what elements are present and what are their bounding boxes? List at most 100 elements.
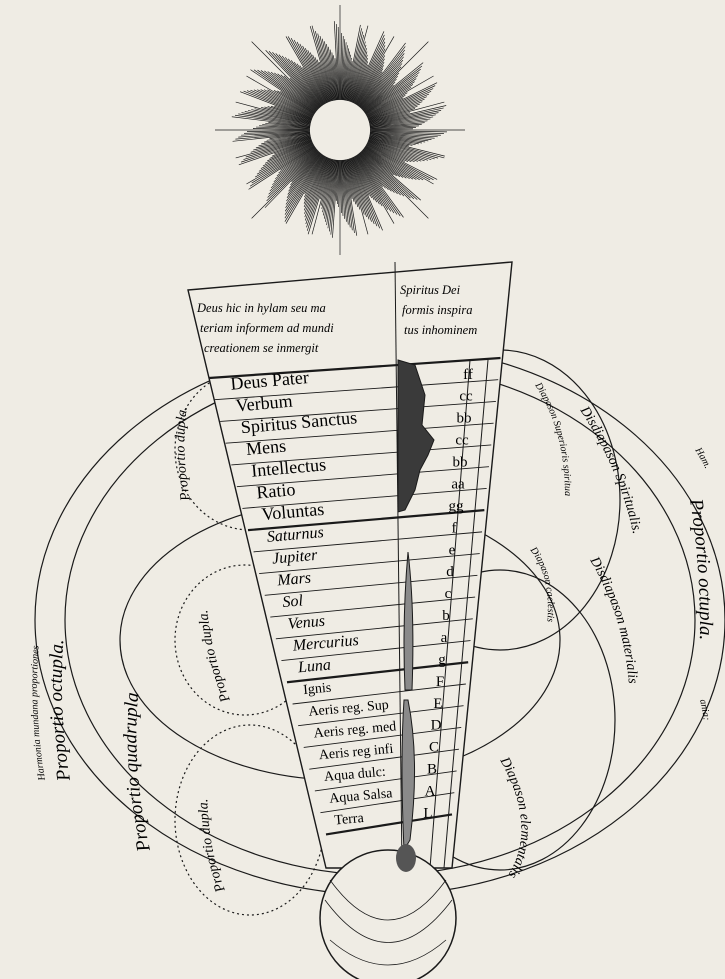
sun-ray	[346, 159, 359, 208]
sun-ray	[345, 159, 357, 205]
sun-ray	[311, 158, 333, 235]
sun-ray	[309, 26, 333, 102]
sun-ray	[314, 30, 334, 101]
sun-ray	[349, 158, 372, 222]
sun-ray	[248, 146, 316, 190]
grid-line	[275, 618, 473, 640]
sun-ray	[350, 157, 378, 227]
sun-ray	[267, 71, 317, 112]
ham-label: Ham.	[692, 445, 713, 471]
sun-ray	[351, 157, 383, 231]
sun-ray	[331, 52, 338, 101]
sun-ray	[369, 135, 413, 146]
sun-ray	[369, 107, 444, 125]
sun-ray	[258, 135, 311, 147]
sun-ray	[360, 66, 402, 109]
sun-ray	[361, 75, 399, 110]
sun-ray	[355, 55, 386, 105]
sun-ray	[303, 156, 328, 204]
sun-ray	[303, 157, 328, 208]
sun-ray	[369, 136, 410, 147]
sun-ray	[369, 125, 419, 129]
sun-ray	[357, 42, 406, 107]
sun-ray	[367, 140, 422, 162]
sun-ray	[365, 145, 424, 181]
sun-ray	[369, 128, 413, 130]
sun-ray	[289, 152, 321, 189]
sun-ray	[321, 38, 335, 101]
sun-ray	[260, 70, 317, 113]
sun-ray	[253, 89, 313, 118]
sun-ray	[327, 159, 337, 229]
proportio-octupla-right: Proportio octupla.	[685, 496, 716, 640]
sun-ray	[251, 145, 315, 184]
grid-line	[259, 553, 480, 575]
sun-ray	[284, 155, 325, 219]
sun-ray	[344, 159, 353, 199]
proportio-quadrupla: Proportio quadrupla	[120, 692, 155, 855]
sun-ray	[251, 150, 320, 219]
sun-ray	[351, 31, 385, 103]
sun-ray	[360, 63, 403, 109]
sun-ray	[358, 153, 389, 191]
sun-ray	[326, 159, 337, 226]
sun-ray	[328, 159, 338, 232]
sun-ray	[358, 153, 386, 189]
sun-ray	[290, 60, 324, 106]
sun-ray	[366, 142, 405, 162]
grid-line	[247, 509, 485, 532]
sun-ray	[342, 159, 349, 225]
band-label-mens: Mens	[245, 436, 287, 459]
note-letter: D	[431, 718, 442, 734]
sun-ray	[256, 126, 311, 130]
sun-ray	[369, 134, 423, 144]
sun-ray	[363, 147, 404, 178]
sun-ray	[349, 51, 368, 102]
sun-ray	[341, 159, 346, 219]
sun-ray	[267, 150, 319, 198]
sun-ray	[324, 159, 336, 219]
sun-ray	[350, 157, 381, 229]
grid-line	[225, 422, 494, 444]
sun-ray	[247, 110, 311, 125]
note-letter: B	[427, 762, 437, 778]
sun-ray	[346, 31, 364, 101]
sun-ray	[364, 75, 419, 114]
sun-ray	[305, 158, 331, 225]
sun-ray	[361, 72, 400, 110]
sun-ray	[369, 112, 439, 126]
sun-ray	[367, 96, 427, 120]
sun-ray	[364, 146, 410, 180]
sun-ray	[357, 153, 384, 187]
sun-ray	[362, 149, 394, 176]
sun-ray	[354, 48, 386, 104]
sun-ray	[259, 125, 311, 129]
sun-ray	[274, 139, 312, 155]
sun-ray	[353, 156, 380, 205]
sun-ray	[369, 130, 447, 133]
sun-ray	[345, 24, 361, 101]
sun-ray	[287, 36, 326, 104]
sun-ray	[278, 54, 322, 107]
sun-ray	[309, 52, 330, 103]
sun-ray	[285, 154, 323, 205]
sun-ray	[369, 112, 410, 124]
sun-ray	[304, 156, 326, 195]
sun-ray	[347, 41, 366, 102]
sun-ray	[353, 156, 378, 203]
band-label-terra: Terra	[334, 811, 365, 829]
sun-ray	[304, 157, 330, 221]
sun-ray	[364, 72, 420, 113]
sun-ray	[347, 158, 369, 235]
sun-ray	[362, 84, 394, 111]
sun-ray	[312, 54, 331, 102]
sun-ray	[284, 57, 323, 107]
sun-ray	[267, 106, 312, 122]
sun-ray	[368, 138, 435, 160]
sun-ray	[368, 137, 439, 159]
sun-ray	[284, 154, 324, 215]
grid-line	[309, 748, 459, 770]
sun-ray	[366, 143, 438, 180]
grid-line	[394, 261, 403, 869]
sun-ray	[263, 89, 314, 117]
